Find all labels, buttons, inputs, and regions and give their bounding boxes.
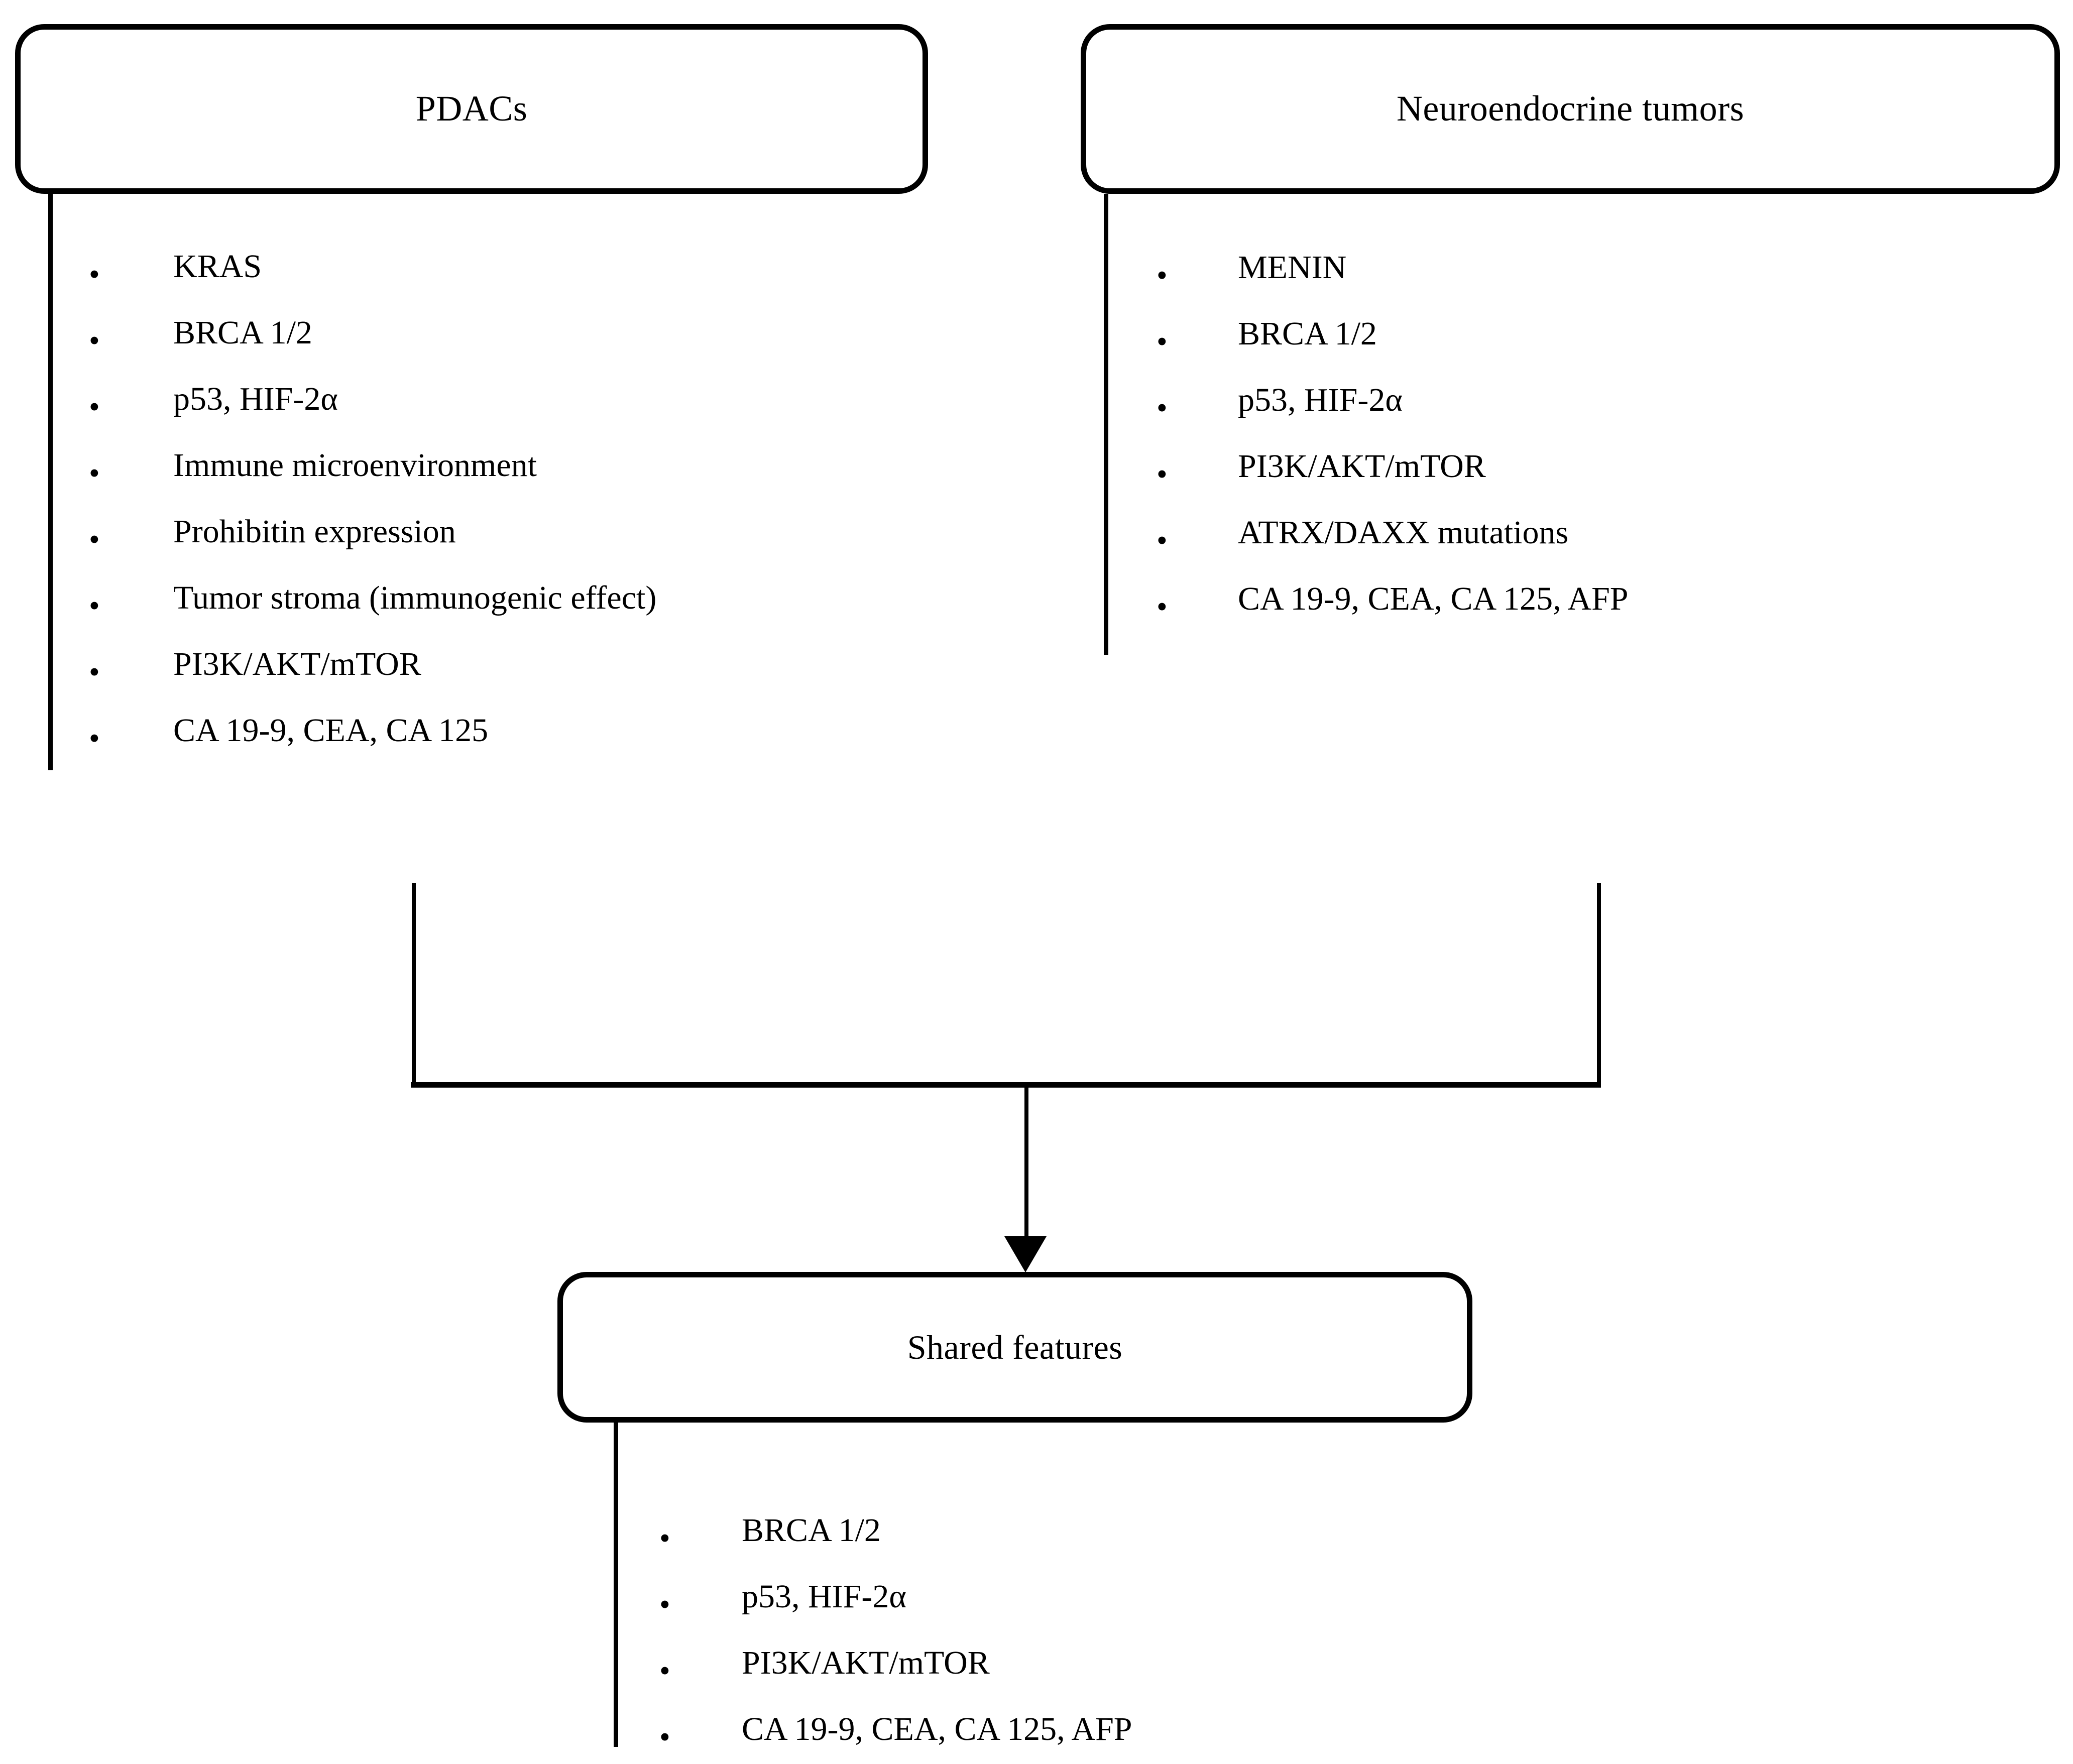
list-item-label: MENIN <box>1238 249 1347 286</box>
bullet-icon: • <box>1157 391 1168 425</box>
list-item: • Immune microenvironment <box>53 441 902 507</box>
bullet-icon: • <box>89 589 100 623</box>
bullet-icon: • <box>659 1720 670 1754</box>
list-item-label: p53, HIF-2α <box>173 381 338 417</box>
list-item: • CA 19-9, CEA, CA 125 <box>53 706 902 772</box>
list-item-label: Immune microenvironment <box>173 447 537 484</box>
connector-horizontal <box>411 1082 1601 1088</box>
list-item: • BRCA 1/2 <box>53 308 902 375</box>
list-item-label: PI3K/AKT/mTOR <box>742 1644 990 1681</box>
list-item: • KRAS <box>53 242 902 308</box>
list-item: • BRCA 1/2 <box>618 1506 1467 1572</box>
list-item: • CA 19-9, CEA, CA 125, AFP <box>618 1705 1467 1764</box>
list-item-label: Tumor stroma (immunogenic effect) <box>173 579 657 616</box>
bullet-list-pdacs: • KRAS • BRCA 1/2 • p53, HIF-2α • Immune… <box>48 194 902 770</box>
list-item: • Prohibitin expression <box>53 507 902 573</box>
list-item: • ATRX/DAXX mutations <box>1108 508 1957 574</box>
node-box-neuroendocrine-tumors: Neuroendocrine tumors <box>1081 24 2060 194</box>
bullet-icon: • <box>89 721 100 756</box>
bullet-icon: • <box>1157 590 1168 624</box>
bullet-icon: • <box>89 522 100 557</box>
list-item-label: PI3K/AKT/mTOR <box>1238 448 1486 485</box>
node-label-shared-features: Shared features <box>907 1328 1123 1366</box>
list-item-label: Prohibitin expression <box>173 513 456 550</box>
list-item-label: BRCA 1/2 <box>1238 315 1377 352</box>
list-item: • p53, HIF-2α <box>618 1572 1467 1638</box>
node-box-pdacs: PDACs <box>15 24 928 194</box>
connector-right-vertical <box>1597 883 1601 1084</box>
node-box-shared-features: Shared features <box>557 1272 1472 1423</box>
list-item-label: BRCA 1/2 <box>742 1512 881 1549</box>
list-item: • PI3K/AKT/mTOR <box>1108 442 1957 508</box>
bullet-icon: • <box>89 655 100 689</box>
bullet-icon: • <box>89 390 100 424</box>
bullet-icon: • <box>1157 258 1168 293</box>
bullet-icon: • <box>89 456 100 491</box>
list-item: • MENIN <box>1108 243 1957 309</box>
list-item: • p53, HIF-2α <box>1108 376 1957 442</box>
bullet-icon: • <box>659 1521 670 1556</box>
bullet-list-shared-features: • BRCA 1/2 • p53, HIF-2α • PI3K/AKT/mTOR… <box>614 1423 1467 1753</box>
node-label-pdacs: PDACs <box>415 88 528 129</box>
arrow-stem <box>1024 1084 1028 1240</box>
list-item: • BRCA 1/2 <box>1108 309 1957 376</box>
list-item-label: p53, HIF-2α <box>742 1578 906 1615</box>
list-item: • Tumor stroma (immunogenic effect) <box>53 573 902 640</box>
node-label-neuroendocrine-tumors: Neuroendocrine tumors <box>1396 88 1745 129</box>
arrow-head-icon <box>1004 1236 1047 1272</box>
list-item-label: CA 19-9, CEA, CA 125, AFP <box>1238 580 1629 617</box>
bullet-icon: • <box>659 1587 670 1622</box>
list-item-label: ATRX/DAXX mutations <box>1238 514 1569 551</box>
list-item-label: CA 19-9, CEA, CA 125 <box>173 712 489 749</box>
list-item-label: KRAS <box>173 248 262 285</box>
bullet-icon: • <box>1157 457 1168 492</box>
bullet-icon: • <box>1157 324 1168 359</box>
bullet-icon: • <box>89 257 100 292</box>
bullet-icon: • <box>1157 523 1168 558</box>
list-item-label: p53, HIF-2α <box>1238 382 1403 418</box>
bullet-icon: • <box>659 1654 670 1688</box>
list-item: • PI3K/AKT/mTOR <box>53 640 902 706</box>
list-item-label: CA 19-9, CEA, CA 125, AFP <box>742 1711 1132 1747</box>
list-item: • CA 19-9, CEA, CA 125, AFP <box>1108 574 1957 641</box>
list-item: • p53, HIF-2α <box>53 375 902 441</box>
list-item: • PI3K/AKT/mTOR <box>618 1638 1467 1705</box>
connector-left-vertical <box>412 883 416 1084</box>
list-item-label: BRCA 1/2 <box>173 314 312 351</box>
bullet-list-neuroendocrine-tumors: • MENIN • BRCA 1/2 • p53, HIF-2α • PI3K/… <box>1104 194 1957 655</box>
list-item-label: PI3K/AKT/mTOR <box>173 646 421 682</box>
bullet-icon: • <box>89 323 100 358</box>
